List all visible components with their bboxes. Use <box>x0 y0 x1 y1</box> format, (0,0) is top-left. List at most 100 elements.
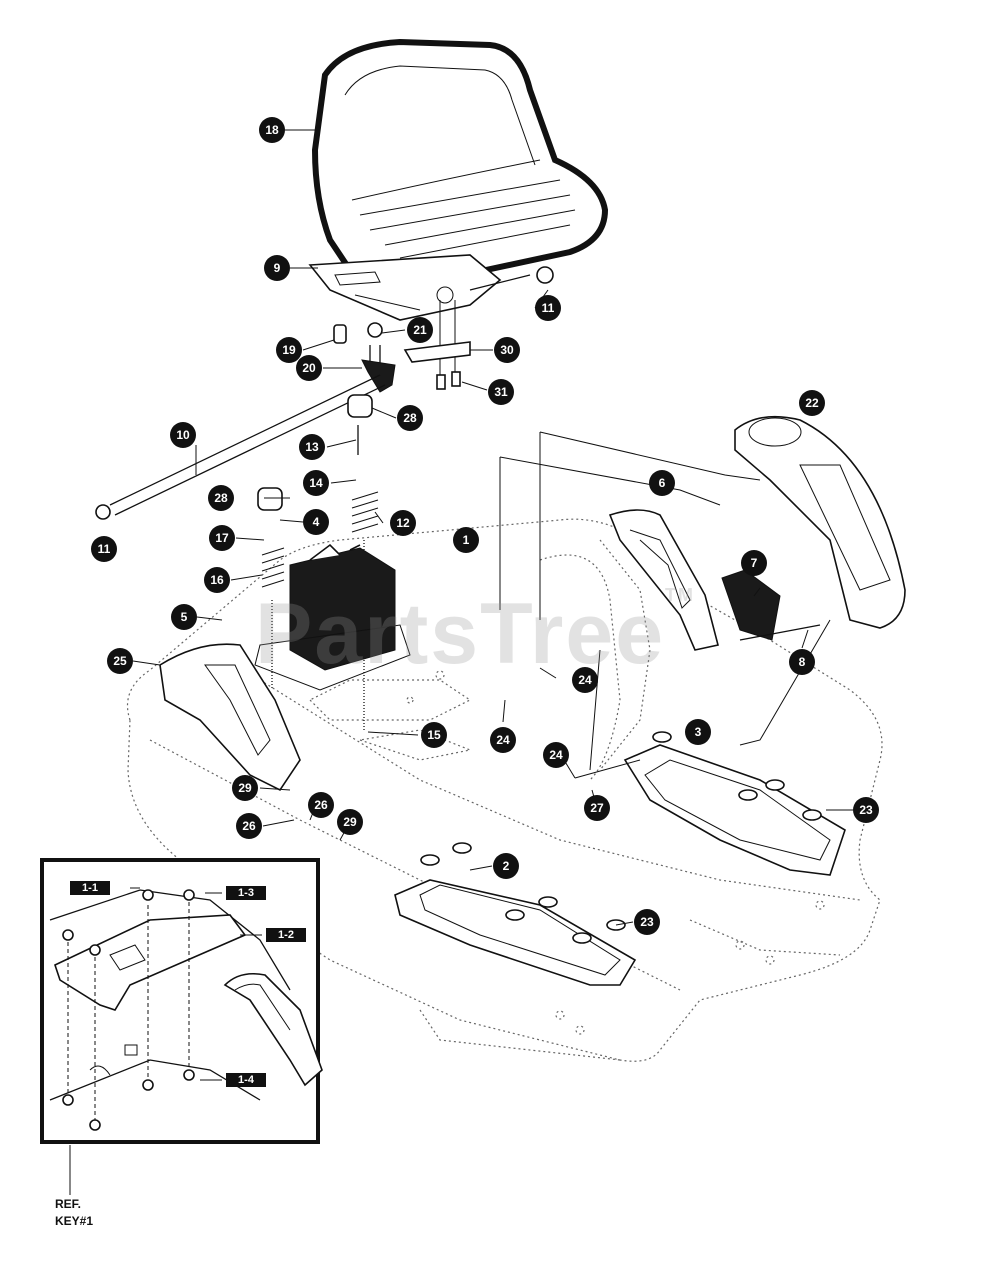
callout-2-label: 2 <box>503 859 510 873</box>
callout-11-left-label: 11 <box>98 542 111 556</box>
callout-12: 12 <box>390 510 416 536</box>
callout-24-c-label: 24 <box>549 748 563 762</box>
callout-24-a: 24 <box>572 667 598 693</box>
inset-tag-1-2-label: 1-2 <box>278 929 294 941</box>
callout-22: 22 <box>799 390 825 416</box>
watermark-text: PartsTree <box>255 586 666 682</box>
callout-18-label: 18 <box>265 123 279 137</box>
footrest-left <box>394 879 637 986</box>
callout-7: 7 <box>741 550 767 576</box>
callout-27: 27 <box>584 795 610 821</box>
callout-31: 31 <box>488 379 514 405</box>
seat-hardware <box>333 322 471 393</box>
callout-16-label: 16 <box>210 573 224 587</box>
battery <box>254 543 411 691</box>
ref-label-line2: KEY#1 <box>55 1214 94 1228</box>
callout-17: 17 <box>209 525 235 551</box>
callout-11-top: 11 <box>535 295 561 321</box>
callout-3-label: 3 <box>695 725 702 739</box>
left-fender <box>159 643 301 792</box>
callout-24-b-label: 24 <box>496 733 510 747</box>
ref-label-line1: REF. <box>55 1197 82 1211</box>
callout-3: 3 <box>685 719 711 745</box>
callout-9: 9 <box>264 255 290 281</box>
callout-21: 21 <box>407 317 433 343</box>
shift-plate <box>608 509 719 651</box>
callout-30: 30 <box>494 337 520 363</box>
callout-24-a-label: 24 <box>578 673 592 687</box>
callout-28-top: 28 <box>397 405 423 431</box>
callout-26-b-label: 26 <box>242 819 256 833</box>
callout-26-b: 26 <box>236 813 262 839</box>
callout-15: 15 <box>421 722 447 748</box>
callout-17-label: 17 <box>215 531 229 545</box>
callout-4: 4 <box>303 509 329 535</box>
callout-28-mid: 28 <box>208 485 234 511</box>
callout-20: 20 <box>296 355 322 381</box>
callout-14: 14 <box>303 470 329 496</box>
callout-31-label: 31 <box>494 385 508 399</box>
inset-tag-1-3-label: 1-3 <box>238 887 254 899</box>
callout-26-a: 26 <box>308 792 334 818</box>
callout-20-label: 20 <box>302 361 316 375</box>
callout-29-a-label: 29 <box>238 781 252 795</box>
callout-14-label: 14 <box>309 476 323 490</box>
pedal-pad <box>721 569 821 641</box>
callout-8-label: 8 <box>799 655 806 669</box>
callout-23-bottom: 23 <box>634 909 660 935</box>
callout-5: 5 <box>171 604 197 630</box>
footrest-right <box>623 744 846 876</box>
callout-7-label: 7 <box>751 556 758 570</box>
callout-27-label: 27 <box>590 801 604 815</box>
pivot-rod <box>95 374 386 520</box>
callout-19-label: 19 <box>282 343 296 357</box>
right-fender <box>734 415 906 629</box>
callout-16: 16 <box>204 567 230 593</box>
callout-28-mid-label: 28 <box>214 491 228 505</box>
inset-tag-1-3: 1-3 <box>226 886 266 900</box>
callout-10-label: 10 <box>176 428 190 442</box>
springs-bumpers <box>257 394 379 730</box>
callout-12-label: 12 <box>396 516 410 530</box>
inset-tag-1-4-label: 1-4 <box>238 1074 255 1086</box>
callout-8: 8 <box>789 649 815 675</box>
callout-13-label: 13 <box>305 440 319 454</box>
callout-24-b: 24 <box>490 727 516 753</box>
callout-15-label: 15 <box>427 728 441 742</box>
callout-6-label: 6 <box>659 476 666 490</box>
callout-25: 25 <box>107 648 133 674</box>
callout-1-label: 1 <box>463 533 470 547</box>
callout-1: 1 <box>453 527 479 553</box>
callout-29-b-label: 29 <box>343 815 357 829</box>
callout-25-label: 25 <box>113 654 127 668</box>
callout-23-bottom-label: 23 <box>640 915 654 929</box>
inset-detail <box>40 858 323 1195</box>
callout-29-b: 29 <box>337 809 363 835</box>
inset-tag-1-2: 1-2 <box>266 928 306 942</box>
callout-6: 6 <box>649 470 675 496</box>
callout-5-label: 5 <box>181 610 188 624</box>
mat-bumpers <box>420 731 822 944</box>
callout-11-left: 11 <box>91 536 117 562</box>
callout-2: 2 <box>493 853 519 879</box>
callout-26-a-label: 26 <box>314 798 328 812</box>
callout-9-label: 9 <box>274 261 281 275</box>
inset-tag-1-4: 1-4 <box>226 1073 266 1087</box>
callout-18: 18 <box>259 117 285 143</box>
leader-lines <box>132 129 853 926</box>
callout-10: 10 <box>170 422 196 448</box>
inset-tag-1-1-label: 1-1 <box>82 882 98 894</box>
watermark: PartsTreeTM <box>255 585 695 684</box>
seat-pan <box>308 254 554 375</box>
callout-11-top-label: 11 <box>542 301 555 315</box>
callout-21-label: 21 <box>413 323 427 337</box>
callout-24-c: 24 <box>543 742 569 768</box>
callout-4-label: 4 <box>313 515 320 529</box>
callout-28-top-label: 28 <box>403 411 417 425</box>
callout-23-right: 23 <box>853 797 879 823</box>
callout-23-right-label: 23 <box>859 803 873 817</box>
callout-29-a: 29 <box>232 775 258 801</box>
watermark-tm: TM <box>665 585 696 605</box>
callout-22-label: 22 <box>805 396 819 410</box>
